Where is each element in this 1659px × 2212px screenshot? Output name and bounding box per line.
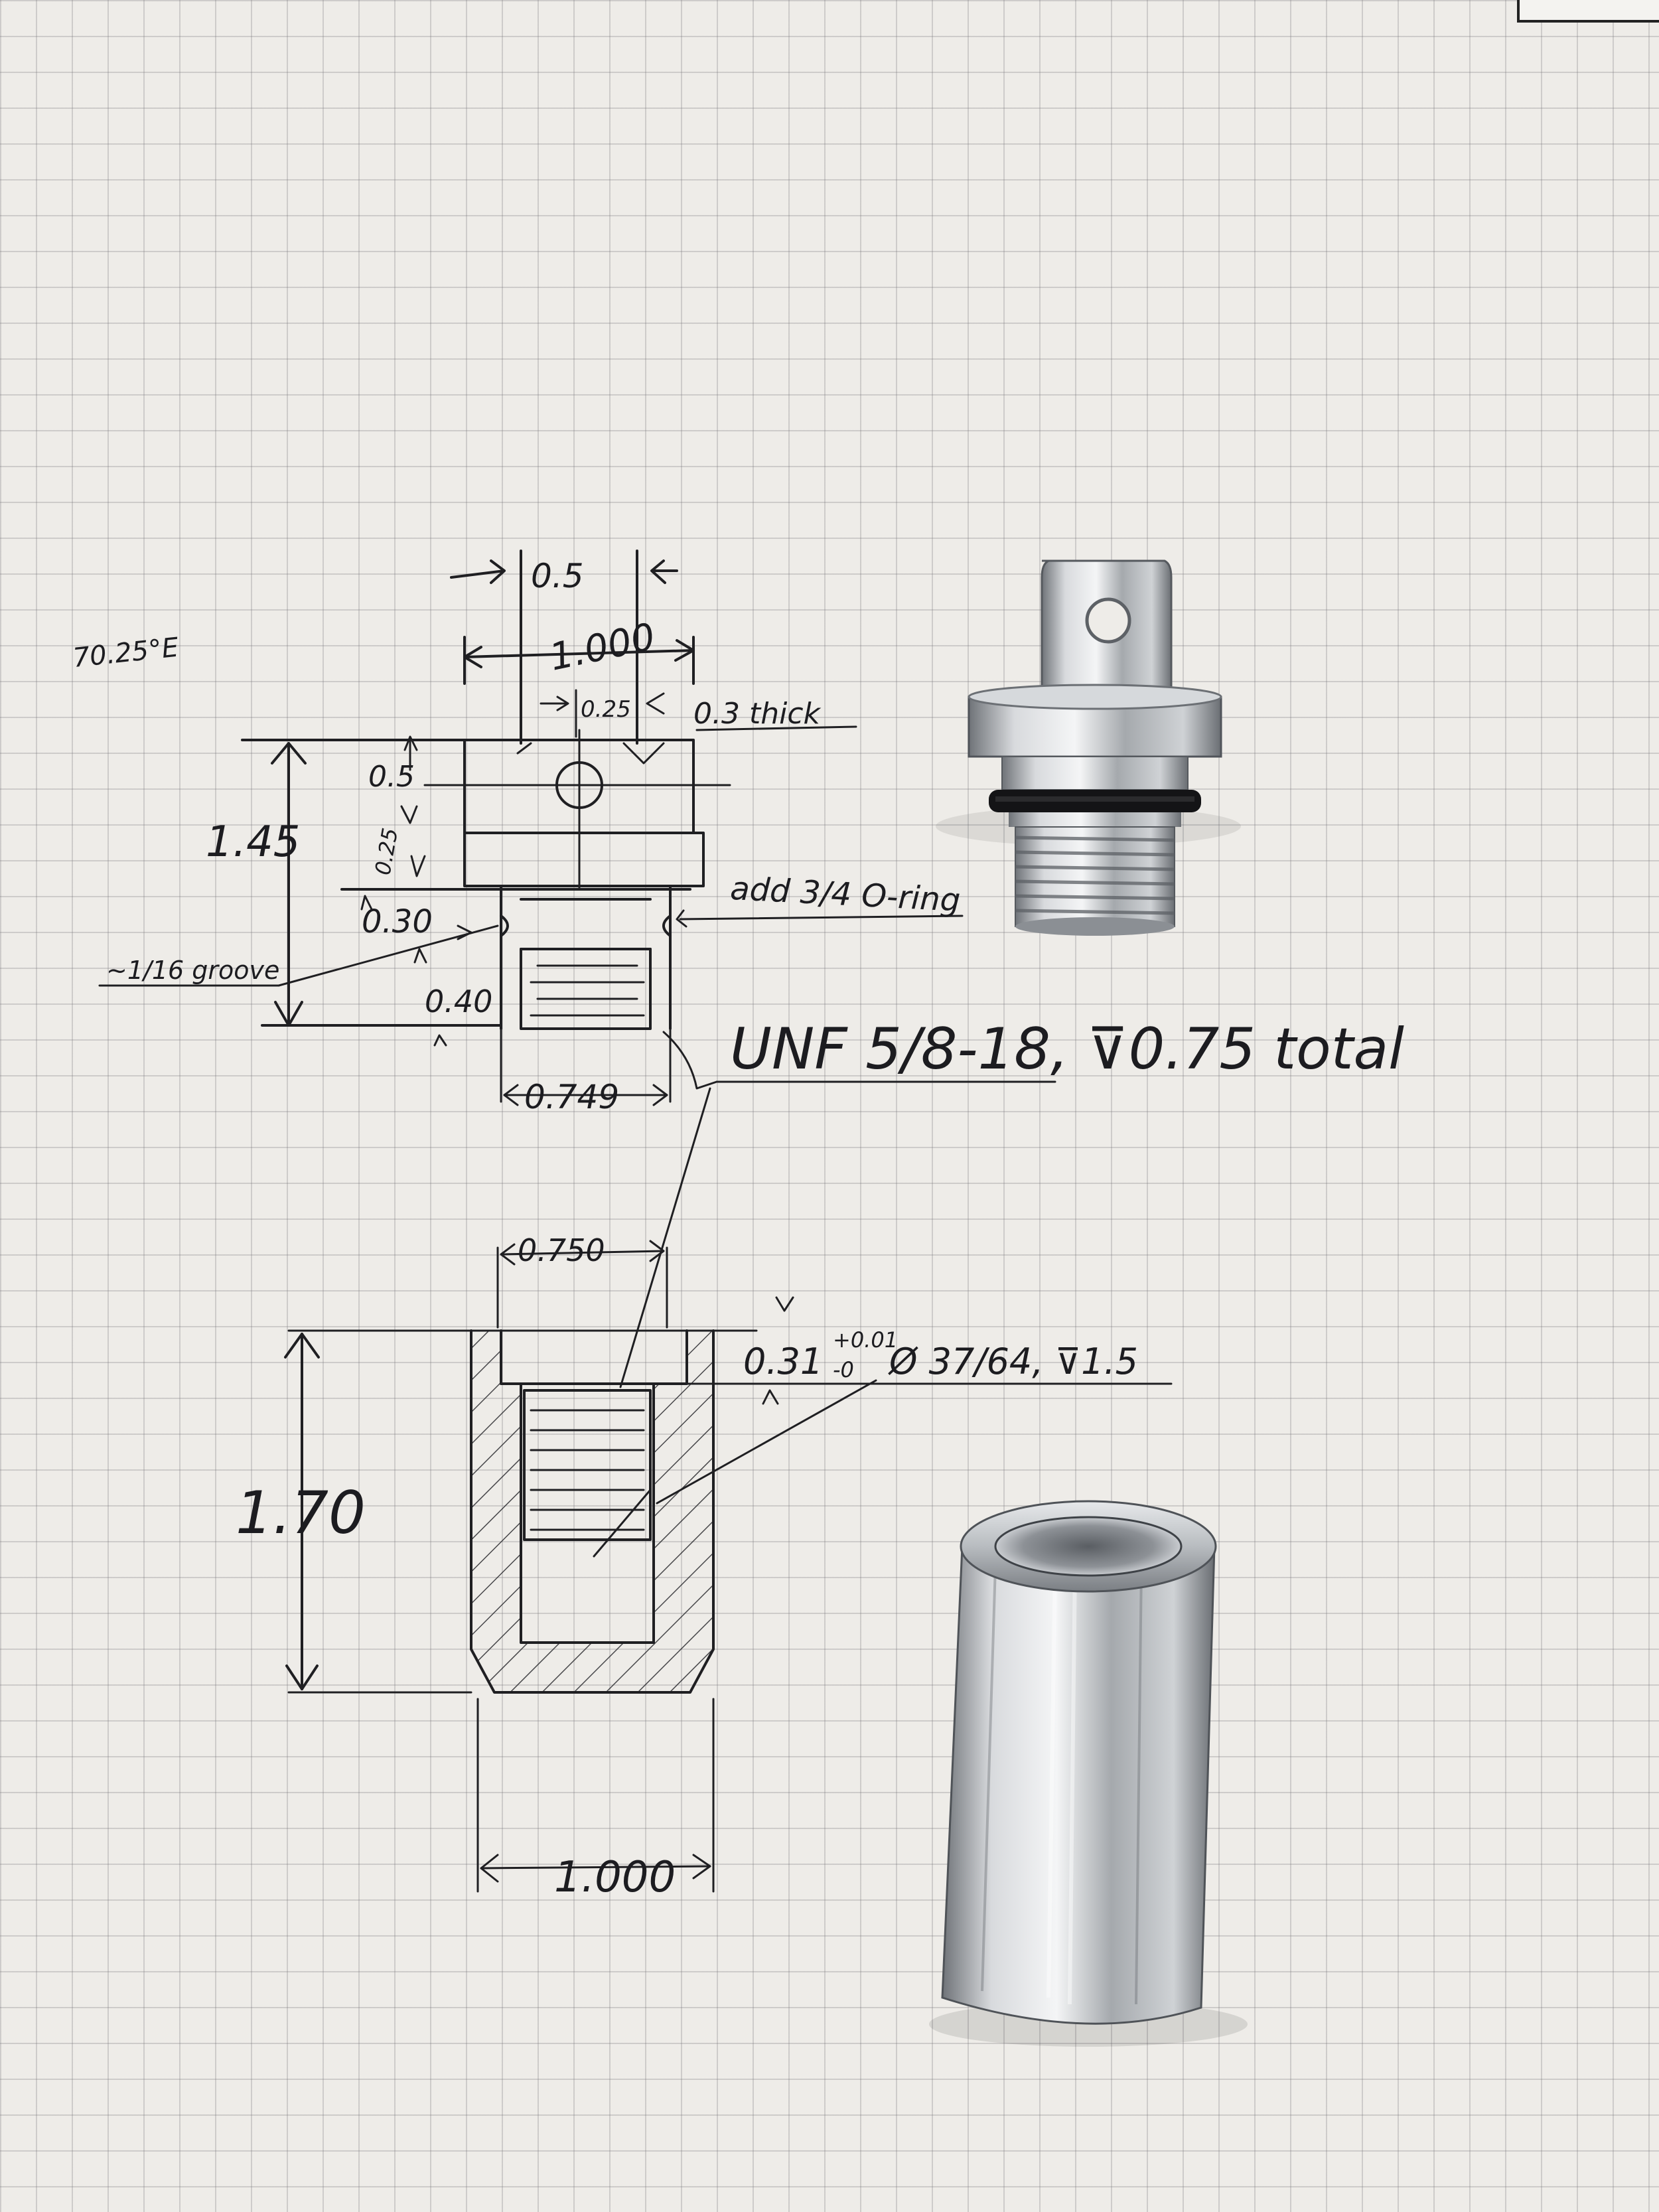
dim-counterbore-depth: 0.31 +0.01 -0 Ø 37/64, ⊽1.5 [287,1296,1173,1558]
counterbore [500,1329,688,1385]
bore-dia-label: 0.750 [518,1232,605,1268]
dim-bore-dia: 0.750 [496,1232,668,1329]
dim-body-height: 1.70 [236,1333,472,1694]
tapped-section [523,1389,652,1541]
notebook-corner-mark [1517,0,1659,23]
oring-note-label: add 3/4 O-ring [729,870,962,919]
tol-minus-label: -0 [833,1357,854,1382]
groove-note: ~1/16 groove [98,924,499,987]
dim-body-width: 1.000 [476,1698,715,1902]
dim-total-height: 1.45 [206,739,466,1027]
body-height-label: 1.70 [236,1479,366,1547]
tol-plus-label: +0.01 [833,1327,898,1353]
tab-thickness-label: 0.3 thick [693,697,822,731]
thread-length-label: 0.40 [425,984,492,1019]
groove-pos-label: 0.30 [362,903,433,940]
slot-width-label: 0.25 [581,696,631,723]
plug-drawing: 0.5 1.000 0.25 0.3 thick [72,550,1404,1388]
dim-slot-width: 0.25 0.3 thick [540,689,857,738]
plug-head [423,729,731,891]
tab-width-label: 0.5 [531,557,584,595]
plug-collar-and-thread [261,885,691,1030]
thread-dia-label: 0.749 [524,1078,619,1116]
dim-thread-dia: 0.749 [500,1027,672,1116]
body-width-label: 1.000 [554,1853,676,1902]
dim-tab-width: 0.5 [450,550,678,745]
head-height-label: 0.25 [370,826,403,877]
thread-callout: UNF 5/8-18, ⊽0.75 total [619,1016,1404,1388]
counterbore-depth-label: 0.31 [743,1341,823,1382]
machined-sleeve-photo [929,1500,1248,2047]
drill-note-label: Ø 37/64, ⊽1.5 [888,1341,1138,1382]
head-width-label: 1.000 [546,615,659,680]
oring-note: add 3/4 O-ring [676,870,964,928]
total-height-label: 1.45 [206,818,301,867]
thread-note-label: UNF 5/8-18, ⊽0.75 total [730,1016,1404,1082]
sleeve-outline [470,1329,715,1694]
bore [520,1382,655,1644]
hole-offset-label: 0.5 [368,760,415,794]
machined-plug-photo [936,559,1241,936]
chamfer-note-label: 70.25°E [72,632,180,674]
thread-lines [530,1409,645,1531]
dim-head-width: 1.000 [463,615,695,685]
groove-note-label: ~1/16 groove [106,956,279,985]
dim-head-details: 0.5 0.25 0.30 0.40 [360,735,492,1047]
sleeve-drawing: 0.750 0.31 +0.01 -0 Ø 37/64, ⊽1.5 [236,1232,1173,1902]
